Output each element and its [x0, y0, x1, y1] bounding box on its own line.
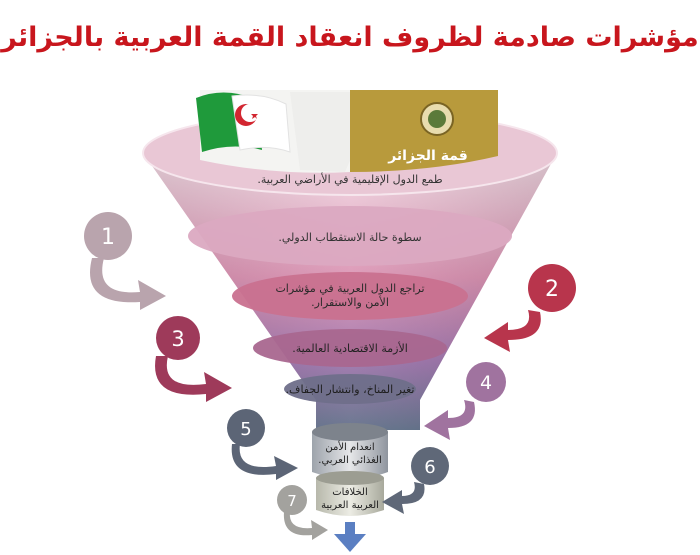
- banner-gold-panel: [350, 90, 498, 172]
- marker-5-badge: [227, 409, 265, 447]
- layer-disc-4: [253, 329, 447, 367]
- down-arrow-icon: [334, 534, 366, 552]
- svg-text:5: 5: [240, 419, 251, 440]
- page-title: مؤشرات صادمة لظروف انعقاد القمة العربية …: [1, 22, 699, 53]
- svg-text:2: 2: [545, 277, 559, 302]
- layer-4-text: الأزمة الاقتصادية العالمية.: [292, 341, 408, 355]
- curved-arrow-5-icon: [231, 444, 298, 480]
- curved-arrow-2-icon: [484, 310, 541, 352]
- marker-4: 4: [424, 362, 506, 440]
- layer-1-text: طمع الدول الإقليمية في الأراضي العربية.: [257, 172, 442, 186]
- curved-arrow-1-icon: [90, 258, 166, 310]
- layer-disc-2: [188, 206, 512, 266]
- marker-6: 6: [382, 447, 449, 514]
- marker-3: 3: [155, 316, 232, 402]
- layer-7-text-line1: الخلافات: [332, 487, 368, 498]
- svg-text:4: 4: [480, 372, 492, 394]
- layer-disc-3: [232, 272, 468, 320]
- cylinder-upper: [312, 432, 388, 479]
- marker-3-badge: [156, 316, 200, 360]
- svg-text:1: 1: [101, 225, 115, 250]
- output-arrow-shaft: [345, 522, 355, 536]
- layer-2-text: سطوة حالة الاستقطاب الدولي.: [278, 231, 421, 244]
- svg-text:3: 3: [171, 327, 184, 351]
- flag-star-icon: [251, 114, 258, 119]
- layer-6-text-line1: انعدام الأمن: [325, 440, 374, 453]
- layer-disc-5: [284, 374, 416, 404]
- summit-label: قمة الجزائر: [387, 148, 468, 164]
- marker-6-badge: [411, 447, 449, 485]
- curved-arrow-7-icon: [283, 512, 328, 540]
- svg-text:7: 7: [287, 492, 297, 510]
- marker-1-badge: [84, 212, 132, 260]
- marker-4-badge: [466, 362, 506, 402]
- curved-arrow-3-icon: [155, 356, 232, 402]
- cylinder-lower: [316, 478, 384, 516]
- marker-7-badge: [277, 485, 307, 515]
- curved-arrow-4-icon: [424, 400, 475, 440]
- marker-1: 1: [84, 212, 166, 310]
- layer-3-text-line1: تراجع الدول العربية في مؤشرات: [275, 282, 424, 295]
- marker-2-badge: [528, 264, 576, 312]
- layer-3-text-line2: الأمن والاستقرار.: [311, 295, 389, 309]
- svg-text:6: 6: [424, 457, 435, 478]
- layer-6-text-line2: الغذائي العربي.: [318, 455, 381, 466]
- layer-7-text-line2: العربية العربية: [321, 500, 379, 511]
- marker-5: 5: [227, 409, 298, 480]
- summit-banner: قمة الجزائر: [196, 90, 498, 173]
- curved-arrow-6-icon: [382, 482, 425, 514]
- layer-5-text: تغير المناخ، وانتشار الجفاف.: [286, 383, 415, 396]
- marker-2: 2: [484, 264, 576, 352]
- marker-7: 7: [277, 485, 328, 540]
